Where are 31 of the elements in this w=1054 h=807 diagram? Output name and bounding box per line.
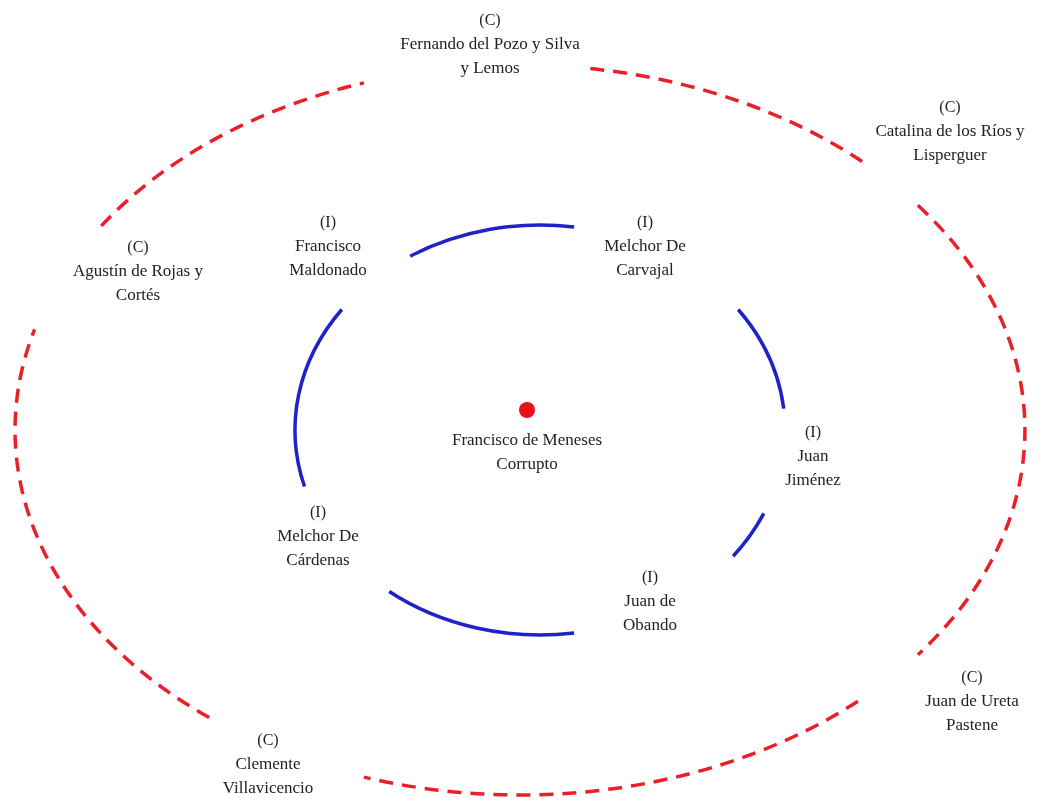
node-tag: (C)	[939, 95, 961, 119]
node-tag: (C)	[479, 8, 501, 32]
arc-connector	[409, 223, 575, 258]
dashed-arc-connector	[363, 699, 859, 797]
node-tag: (I)	[637, 210, 653, 234]
node-tag: (C)	[127, 235, 149, 259]
node-label: Juan de Obando	[622, 590, 678, 636]
node-label: Melchor De Cárdenas	[276, 525, 360, 571]
dashed-arc-connector	[916, 204, 1026, 656]
node-tag: (I)	[805, 420, 821, 444]
node-label: Clemente Villavicencio	[221, 753, 315, 799]
arc-connector	[388, 590, 575, 637]
arc-connector	[736, 308, 786, 409]
node-label: Agustín de Rojas y Cortés	[72, 260, 204, 306]
node-tag: (C)	[961, 665, 983, 689]
dashed-arc-connector	[590, 66, 866, 165]
node-tag: (I)	[642, 565, 658, 589]
arc-connector	[731, 512, 766, 558]
dashed-arc-connector	[100, 81, 365, 228]
node-label: Catalina de los Ríos y Lisperguer	[874, 120, 1026, 166]
node-tag: (I)	[320, 210, 336, 234]
node-label: Juan Jiménez	[784, 445, 842, 491]
node-label: Francisco de Meneses Corrupto	[450, 429, 604, 475]
node-tag: (I)	[310, 500, 326, 524]
node-tag: (C)	[257, 728, 279, 752]
node-label: Francisco Maldonado	[288, 235, 368, 281]
node-label: Juan de Ureta Pastene	[924, 690, 1020, 736]
node-label: Fernando del Pozo y Silva y Lemos	[399, 33, 581, 79]
node-label: Melchor De Carvajal	[603, 235, 687, 281]
arc-connector	[293, 308, 344, 487]
dashed-arc-connector	[13, 328, 211, 720]
